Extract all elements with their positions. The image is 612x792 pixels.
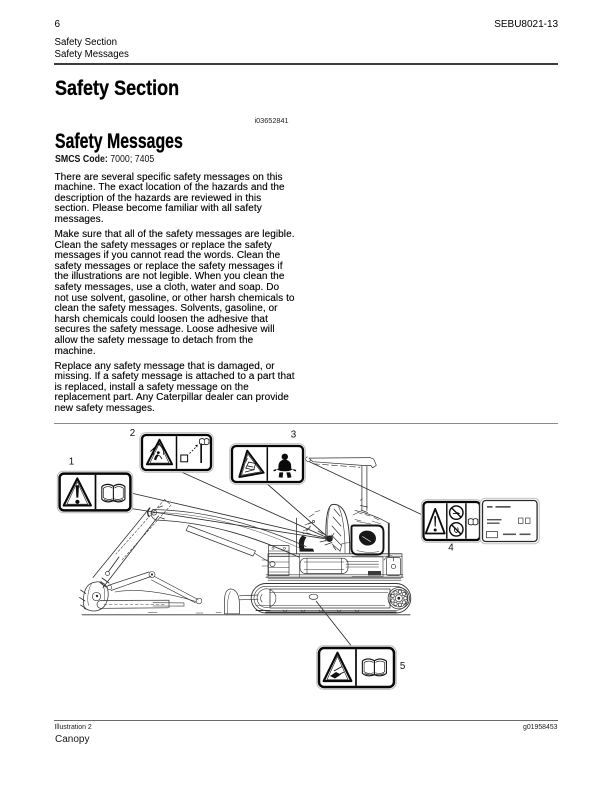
svg-text:4: 4 xyxy=(448,543,454,554)
svg-text:3: 3 xyxy=(291,430,297,441)
svg-text:5: 5 xyxy=(400,661,406,672)
svg-text:1: 1 xyxy=(69,457,74,468)
svg-text:2: 2 xyxy=(130,428,135,439)
